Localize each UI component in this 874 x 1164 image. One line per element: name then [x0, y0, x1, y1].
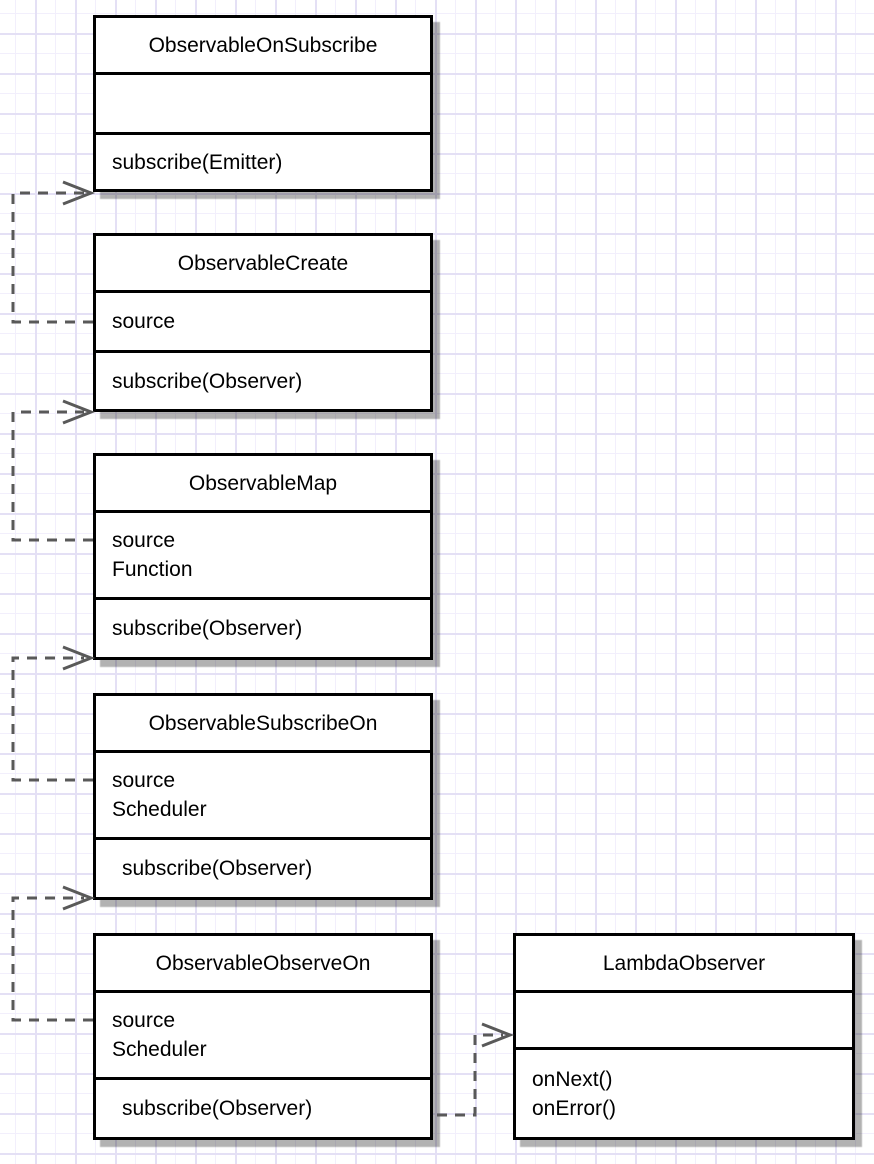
connector-map-to-create[interactable]	[11, 399, 96, 542]
class-attributes: source	[96, 290, 430, 350]
attribute-label: Scheduler	[112, 798, 207, 821]
attribute-label: source	[112, 310, 176, 333]
open-arrowhead-icon	[62, 885, 96, 911]
attribute-label: source	[112, 1009, 176, 1032]
class-box-observable-on-subscribe[interactable]: ObservableOnSubscribe subscribe(Emitter)	[93, 15, 433, 192]
method-label: subscribe(Observer)	[112, 617, 303, 640]
method-label: subscribe(Observer)	[122, 1097, 313, 1120]
class-methods: subscribe(Observer)	[96, 1077, 430, 1137]
open-arrowhead-icon	[62, 399, 96, 425]
class-box-observable-map[interactable]: ObservableMap source Function subscribe(…	[93, 453, 433, 660]
method-label: onError()	[532, 1096, 617, 1120]
connector-observe-on-to-subscribe-on[interactable]	[11, 885, 96, 1022]
class-title: ObservableOnSubscribe	[148, 33, 378, 57]
class-methods: onNext() onError()	[516, 1047, 852, 1137]
class-attributes-empty	[96, 72, 430, 132]
method-label: onNext()	[532, 1067, 613, 1091]
method-label: subscribe(Emitter)	[112, 150, 283, 174]
connector-subscribe-on-to-map[interactable]	[11, 645, 96, 782]
attribute-label: Function	[112, 558, 193, 581]
method-label: subscribe(Observer)	[122, 857, 313, 880]
connector-create-to-on-subscribe[interactable]	[11, 180, 96, 324]
class-box-lambda-observer[interactable]: LambdaObserver onNext() onError()	[513, 933, 855, 1140]
attribute-label: source	[112, 529, 176, 552]
class-attributes-empty	[516, 990, 852, 1047]
class-methods: subscribe(Observer)	[96, 597, 430, 657]
class-title: LambdaObserver	[602, 951, 766, 975]
class-title: ObservableMap	[188, 471, 338, 495]
method-label: subscribe(Observer)	[112, 369, 303, 393]
class-methods: subscribe(Emitter)	[96, 132, 430, 189]
class-box-observable-create[interactable]: ObservableCreate source subscribe(Observ…	[93, 233, 433, 412]
class-box-observable-subscribe-on[interactable]: ObservableSubscribeOn source Scheduler s…	[93, 693, 433, 900]
open-arrowhead-icon	[62, 645, 96, 671]
open-arrowhead-icon	[481, 1022, 515, 1048]
class-title: ObservableCreate	[177, 251, 349, 275]
class-attributes: source Scheduler	[96, 990, 430, 1077]
class-attributes: source Function	[96, 510, 430, 597]
class-title: ObservableSubscribeOn	[148, 711, 378, 735]
class-title: ObservableObserveOn	[155, 951, 371, 975]
class-attributes: source Scheduler	[96, 750, 430, 837]
connector-observe-on-to-lambda-observer[interactable]	[437, 1022, 515, 1117]
class-methods: subscribe(Observer)	[96, 837, 430, 897]
attribute-label: source	[112, 769, 176, 792]
class-methods: subscribe(Observer)	[96, 350, 430, 409]
attribute-label: Scheduler	[112, 1038, 207, 1061]
class-box-observable-observe-on[interactable]: ObservableObserveOn source Scheduler sub…	[93, 933, 433, 1140]
open-arrowhead-icon	[62, 180, 96, 206]
